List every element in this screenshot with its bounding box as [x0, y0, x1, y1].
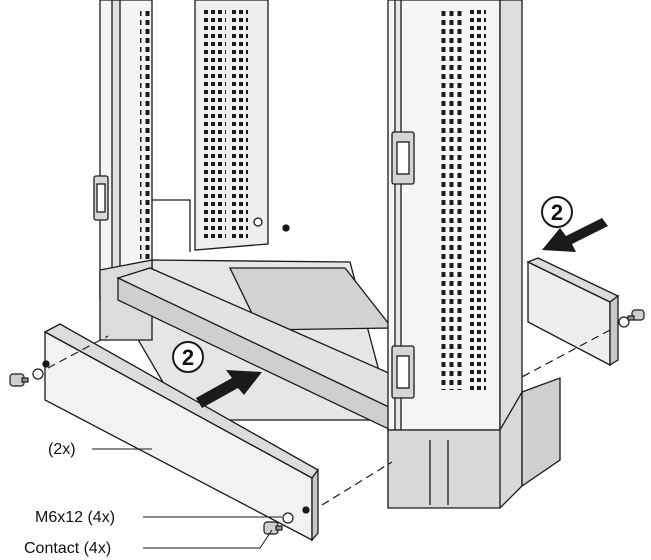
right-screw-assembly: [519, 309, 645, 379]
step-number-left: 2: [182, 345, 194, 370]
rack-frame: [93, 0, 561, 509]
push-arrow-right: [542, 218, 608, 252]
screw-icon: [9, 373, 29, 387]
callout-contact: Contact (4x): [24, 529, 273, 557]
screw-icon: [263, 521, 283, 535]
right-kick-panel: [526, 257, 620, 367]
left-screw-assembly: [9, 335, 109, 387]
bottom-screw-assembly: [263, 461, 393, 535]
washer-icon: [618, 316, 630, 328]
washer-icon: [282, 512, 294, 524]
contact-label: Contact (4x): [24, 540, 111, 557]
washer-icon: [32, 368, 44, 380]
callout-screw: M6x12 (4x): [35, 509, 282, 526]
step-callout-left: 2: [172, 341, 204, 373]
step-callout-right: 2: [541, 196, 573, 228]
screw-label: M6x12 (4x): [35, 509, 115, 526]
panel-qty-label: (2x): [48, 441, 76, 458]
left-kick-panel: [42, 323, 319, 542]
push-arrow-left: [196, 370, 262, 408]
step-number-right: 2: [551, 200, 563, 225]
callout-panel-qty: (2x): [48, 441, 152, 458]
screw-icon: [627, 309, 645, 321]
push-arrow-icon: [196, 218, 608, 408]
